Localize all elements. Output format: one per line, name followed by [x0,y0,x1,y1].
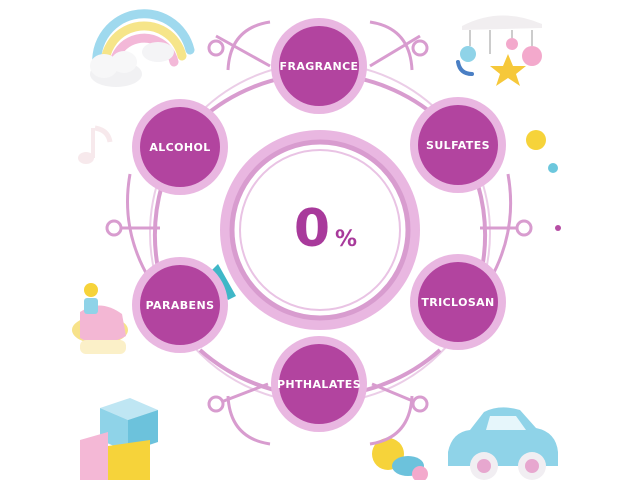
yellow-ball-icon [526,130,561,231]
ingredient-node-triclosan: TRICLOSAN [410,254,506,350]
ingredient-label-fragrance: FRAGRANCE [280,60,359,73]
spinning-top-icon [72,283,128,354]
center-unit: % [335,227,357,252]
ingredient-node-parabens: PARABENS [132,257,228,353]
center-badge: 0 % [220,130,420,330]
ingredient-node-fragrance: FRAGRANCE [271,18,367,114]
toy-car-icon [448,407,558,480]
ingredient-node-sulfates: SULFATES [410,97,506,193]
ingredient-label-triclosan: TRICLOSAN [421,296,494,309]
ingredient-label-parabens: PARABENS [146,299,215,312]
baby-mobile-icon [456,15,542,86]
toy-blocks-icon [80,398,158,480]
center-value: 0 [294,199,330,259]
rainbow-cloud-icon [90,9,195,87]
ingredient-node-phthalates: PHTHALATES [271,336,367,432]
pacifier-icon [372,438,428,480]
ingredient-label-phthalates: PHTHALATES [277,378,361,391]
accent-shape [212,264,236,300]
ingredient-node-alcohol: ALCOHOL [132,99,228,195]
music-note-icon [78,125,113,164]
ingredient-label-alcohol: ALCOHOL [149,141,210,154]
ingredient-label-sulfates: SULFATES [426,139,490,152]
